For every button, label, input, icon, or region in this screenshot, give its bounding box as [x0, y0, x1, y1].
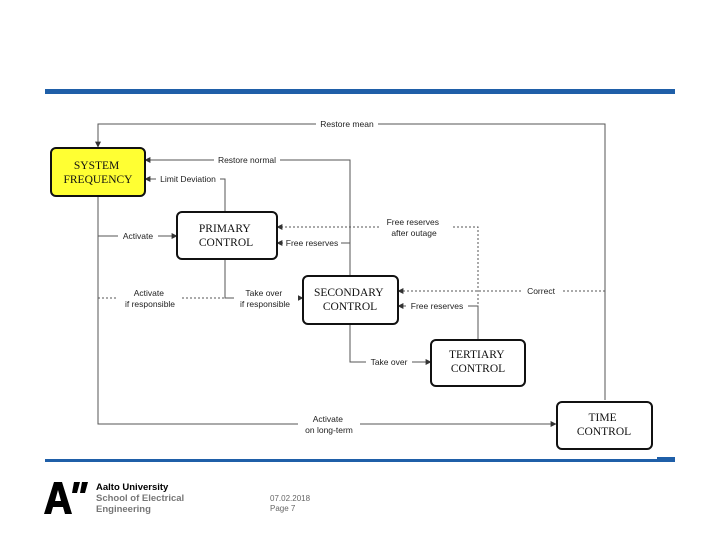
box-time-control [556, 401, 653, 450]
label-free-reserves-after-outage: Free reserves after outage [387, 217, 442, 238]
label-free-reserves-secondary: Free reserves [411, 301, 463, 311]
label-take-over: Take over [371, 357, 408, 367]
slide-date: 07.02.2018 [270, 494, 311, 503]
label-restore-normal: Restore normal [218, 155, 276, 165]
footer-accent-bar-end [657, 457, 675, 462]
box-secondary-control [302, 275, 399, 325]
header-accent-bar [45, 89, 675, 94]
edge-restore-mean [95, 123, 606, 400]
label-restore-mean: Restore mean [320, 119, 374, 129]
box-primary-control [176, 211, 278, 260]
edge-left-trunk [97, 196, 557, 427]
slide-page-number: Page 7 [270, 504, 296, 513]
box-primary-control-label: PRIMARY CONTROL [199, 223, 253, 249]
edge-restore-normal [144, 157, 351, 276]
label-activate-long-term: Activate on long-term [305, 414, 353, 435]
label-correct: Correct [527, 286, 556, 296]
label-take-over-if-responsible: Take over if responsible [240, 288, 290, 309]
box-system-frequency-label: SYSTEM FREQUENCY [63, 160, 133, 186]
label-activate: Activate [123, 231, 154, 241]
edge-free-reserves-secondary [397, 303, 479, 340]
box-tertiary-control-label: TERTIARY CONTROL [449, 349, 507, 375]
box-time-control-label: TIME CONTROL [577, 412, 631, 438]
university-block: Aalto University School of Electrical En… [96, 482, 184, 515]
edge-free-reserves-after-outage [276, 224, 479, 340]
school-name-line-2: Engineering [96, 504, 151, 515]
label-limit-deviation: Limit Deviation [160, 174, 216, 184]
footer-accent-bar [45, 459, 675, 462]
box-secondary-control-label: SECONDARY CONTROL [314, 287, 386, 313]
box-system-frequency [50, 147, 146, 197]
school-name-line-1: School of Electrical [96, 493, 185, 504]
box-tertiary-control [430, 339, 526, 387]
slide-meta: 07.02.2018 Page 7 [270, 494, 310, 514]
university-name: Aalto University [96, 482, 169, 493]
label-free-reserves-primary: Free reserves [286, 238, 338, 248]
label-activate-if-responsible: Activate if responsible [125, 288, 175, 309]
aalto-logo [44, 482, 88, 514]
